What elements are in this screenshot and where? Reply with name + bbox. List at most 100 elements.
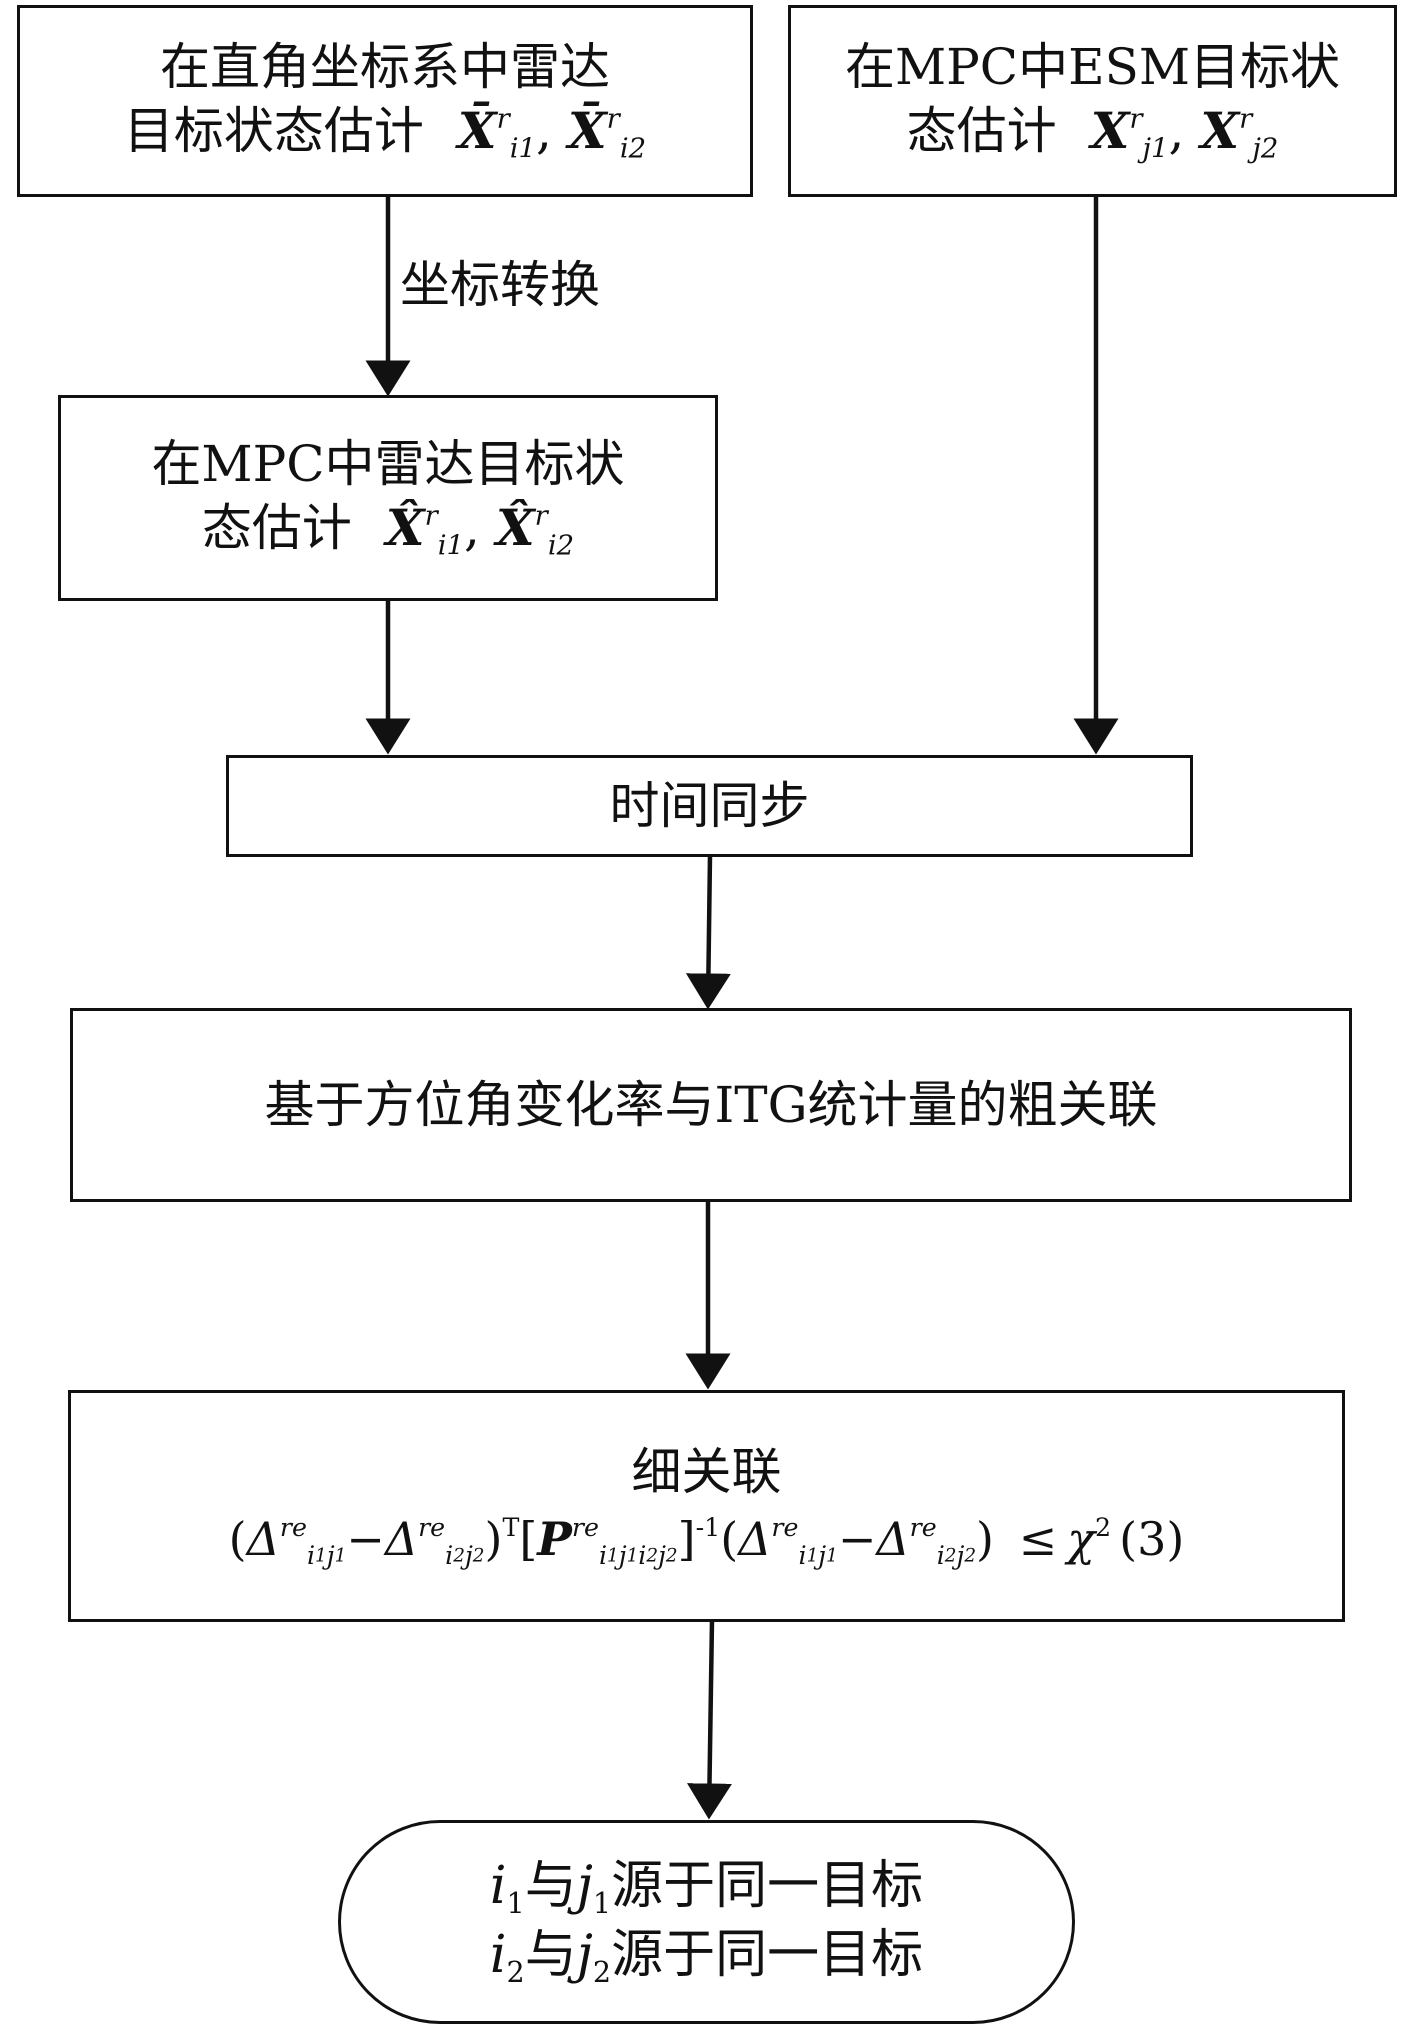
- subscript: i2: [619, 132, 647, 165]
- result-line-1: i1与j1源于同一目标: [490, 1853, 923, 1922]
- state-symbol: X: [1090, 101, 1130, 161]
- node-coarse-association-label: 基于方位角变化率与ITG统计量的粗关联: [264, 1076, 1158, 1134]
- arrow-fine-to-result: [686, 1619, 732, 1820]
- minus: −: [837, 1511, 877, 1566]
- subscript-index: 2: [646, 1545, 659, 1567]
- superscript: re: [279, 1512, 307, 1542]
- subscript: 1: [592, 1885, 612, 1920]
- subscript-i: i: [936, 1540, 945, 1570]
- delta-symbol: Δ: [246, 1511, 280, 1566]
- node-esm-mpc-line2-text: 态估计: [906, 102, 1057, 161]
- subscript-j: j: [326, 1540, 335, 1570]
- subscript: i2: [547, 529, 575, 562]
- index-j: j: [576, 1855, 593, 1916]
- subscript: 2: [506, 1955, 525, 1989]
- subscript-index: 2: [472, 1545, 485, 1567]
- node-time-sync: 时间同步: [226, 755, 1193, 857]
- result-line-1-tail: 源于同一目标: [611, 1855, 924, 1916]
- paren-open: (: [228, 1511, 247, 1566]
- node-radar-mpc-estimate: 在MPC中雷达目标状 态估计 X̂ri1, X̂ri2: [58, 395, 718, 601]
- comma: ,: [1168, 102, 1185, 161]
- chi-square-gate-formula: (Δrei1j1−Δrei2j2)T[Prei1j1i2j2]-1(Δrei1j…: [229, 1510, 1185, 1572]
- node-radar-mpc-line1: 在MPC中雷达目标状: [151, 435, 625, 494]
- comma: ,: [536, 102, 552, 161]
- superscript: re: [418, 1512, 446, 1542]
- node-fine-association-label: 细关联: [631, 1442, 782, 1501]
- covariance-symbol: P: [537, 1511, 572, 1566]
- node-radar-cartesian-line2-text: 目标状态估计: [123, 102, 424, 161]
- paren-close: ): [484, 1511, 503, 1566]
- node-radar-cartesian-line2: 目标状态估计 X̄ri1, X̄ri2: [124, 99, 646, 167]
- node-coarse-association: 基于方位角变化率与ITG统计量的粗关联: [70, 1008, 1352, 1202]
- superscript: r: [496, 102, 510, 135]
- bracket-close: ]: [677, 1511, 696, 1566]
- state-symbol: X̂: [385, 498, 425, 558]
- subscript-index: 2: [944, 1545, 957, 1567]
- superscript: re: [571, 1512, 599, 1542]
- subscript-index: 1: [315, 1545, 327, 1567]
- subscript-j: j: [618, 1540, 627, 1570]
- node-radar-cartesian-estimate: 在直角坐标系中雷达 目标状态估计 X̄ri1, X̄ri2: [17, 5, 753, 197]
- index-j: j: [576, 1925, 593, 1985]
- subscript-i: i: [598, 1540, 608, 1570]
- node-radar-cartesian-line1: 在直角坐标系中雷达: [160, 38, 610, 97]
- superscript: r: [606, 102, 620, 135]
- node-esm-mpc-line1: 在MPC中ESM目标状: [844, 38, 1341, 97]
- node-fine-association: 细关联 (Δrei1j1−Δrei2j2)T[Prei1j1i2j2]-1(Δr…: [68, 1390, 1345, 1622]
- state-symbol: X̂: [495, 498, 535, 558]
- chi-power: 2: [1095, 1512, 1112, 1542]
- state-symbol: X̄: [567, 101, 607, 161]
- state-symbol: X: [1200, 101, 1240, 161]
- index-i: i: [489, 1855, 507, 1916]
- subscript-i: i: [798, 1540, 807, 1570]
- subscript-j: j: [464, 1540, 473, 1570]
- conjunction: 与: [524, 1855, 577, 1916]
- comma: ,: [464, 499, 480, 558]
- arrow-time-sync-to-coarse: [685, 854, 731, 1010]
- delta-symbol: Δ: [384, 1511, 419, 1566]
- node-esm-mpc-estimate: 在MPC中ESM目标状 态估计 Xrj1, Xrj2: [788, 5, 1397, 197]
- subscript-index: 1: [334, 1545, 347, 1567]
- edge-label-coord-transform: 坐标转换: [400, 256, 600, 314]
- node-result-terminal: i1与j1源于同一目标 i2与j2源于同一目标: [338, 1820, 1075, 2024]
- subscript-i: i: [445, 1540, 454, 1570]
- chi-argument: (3): [1119, 1511, 1185, 1566]
- subscript: j2: [1252, 132, 1279, 165]
- superscript: r: [1129, 102, 1143, 135]
- subscript-index: 2: [964, 1545, 977, 1567]
- node-esm-mpc-line2: 态估计 Xrj1, Xrj2: [907, 99, 1279, 167]
- result-line-2-tail: 源于同一目标: [611, 1925, 924, 1985]
- subscript-index: 1: [626, 1545, 639, 1567]
- paren-open: (: [720, 1511, 739, 1566]
- delta-symbol: Δ: [876, 1511, 910, 1566]
- inverse: -1: [695, 1512, 721, 1542]
- superscript: re: [771, 1512, 799, 1542]
- chi-symbol: χ: [1067, 1511, 1096, 1566]
- subscript-index: 2: [665, 1545, 678, 1567]
- subscript: i1: [509, 132, 537, 165]
- index-i: i: [489, 1925, 507, 1985]
- subscript-i: i: [638, 1540, 647, 1570]
- superscript: re: [909, 1512, 937, 1542]
- subscript-index: 1: [826, 1545, 838, 1567]
- state-symbol: X̄: [457, 101, 497, 161]
- subscript-j: j: [956, 1540, 965, 1570]
- node-radar-mpc-line2: 态估计 X̂ri1, X̂ri2: [202, 496, 574, 564]
- node-time-sync-label: 时间同步: [609, 777, 810, 835]
- paren-close: ): [976, 1511, 994, 1566]
- subscript-j: j: [818, 1540, 827, 1570]
- subscript-index: 2: [453, 1545, 465, 1567]
- subscript: j1: [1142, 132, 1169, 165]
- result-line-2: i2与j2源于同一目标: [490, 1922, 923, 1991]
- superscript: r: [424, 499, 438, 532]
- conjunction: 与: [524, 1925, 577, 1985]
- superscript: r: [534, 499, 548, 532]
- subscript: 1: [506, 1885, 525, 1920]
- subscript: 2: [592, 1955, 612, 1989]
- bracket-open: [: [519, 1511, 538, 1566]
- node-radar-mpc-line2-text: 态估计: [201, 499, 352, 558]
- transpose: T: [502, 1512, 520, 1542]
- subscript-i: i: [306, 1540, 316, 1570]
- delta-symbol: Δ: [738, 1511, 772, 1566]
